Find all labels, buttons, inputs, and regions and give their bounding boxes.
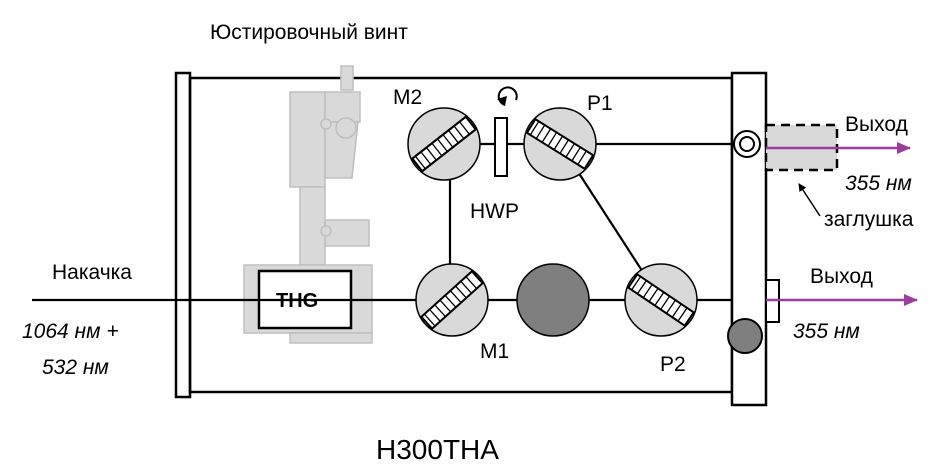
mirror-m1 bbox=[415, 263, 489, 337]
half-wave-plate bbox=[494, 117, 508, 177]
p1-label: P1 bbox=[587, 92, 613, 115]
bottom-output-wavelength: 355 нм bbox=[793, 320, 860, 343]
left-wall bbox=[174, 71, 192, 399]
m2-label: M2 bbox=[393, 86, 422, 109]
beam-dump bbox=[516, 263, 590, 337]
wall-knob bbox=[727, 318, 763, 354]
model-label: H300THA bbox=[376, 434, 499, 465]
bottom-output-label: Выход bbox=[810, 265, 873, 288]
mirror-m2 bbox=[407, 107, 481, 181]
right-wall bbox=[730, 71, 768, 407]
top-output-port bbox=[733, 130, 761, 158]
thg-label: THG bbox=[276, 290, 318, 312]
m1-label: M1 bbox=[480, 340, 509, 363]
pump-wavelength-line2: 532 нм bbox=[42, 356, 109, 379]
plug-pointer bbox=[798, 183, 821, 217]
top-output-label: Выход bbox=[845, 113, 908, 136]
plug-label: заглушка bbox=[824, 208, 914, 231]
pump-wavelength-line1: 1064 нм + bbox=[22, 320, 119, 343]
mirror-p2 bbox=[624, 263, 698, 337]
hwp-label: HWP bbox=[470, 200, 519, 223]
p2-label: P2 bbox=[660, 353, 686, 376]
rotate-arrow-icon bbox=[497, 86, 518, 106]
adjust-screw-label: Юстировочный винт bbox=[210, 21, 408, 44]
mirror-p1 bbox=[523, 107, 597, 181]
top-output-wavelength: 355 нм bbox=[845, 172, 912, 195]
pump-label: Накачка bbox=[52, 261, 132, 284]
